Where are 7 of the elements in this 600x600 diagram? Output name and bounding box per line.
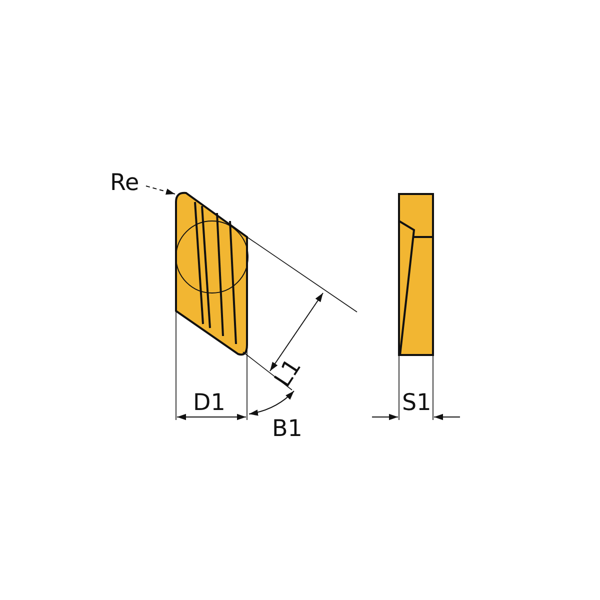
dimension-label: D1: [193, 392, 226, 415]
insert-drawing: [175, 192, 248, 356]
dimension-label: S1: [402, 392, 432, 415]
dimension-label: L1: [272, 356, 306, 392]
leader-line: [146, 186, 176, 195]
dimension-label: Re: [110, 172, 140, 195]
dimension-label: B1: [272, 418, 302, 441]
